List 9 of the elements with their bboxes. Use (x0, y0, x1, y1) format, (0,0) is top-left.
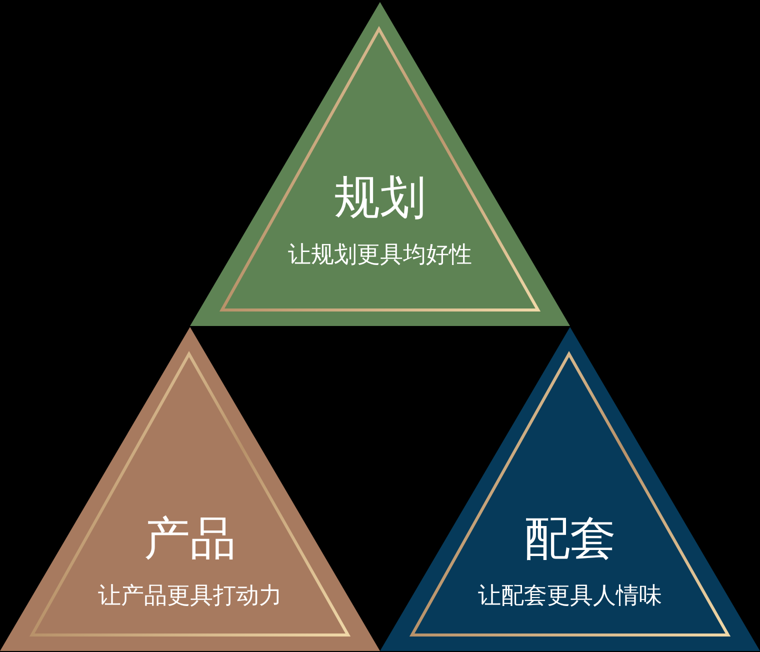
triangle (380, 327, 760, 651)
heading: 规划 (333, 172, 427, 223)
subtitle: 让配套更具人情味 (477, 583, 663, 611)
triangle (190, 2, 570, 326)
triangle (0, 327, 380, 651)
subtitle: 让产品更具打动力 (97, 583, 283, 611)
heading: 产品 (143, 513, 237, 564)
subtitle: 让规划更具均好性 (287, 242, 473, 270)
heading: 配套 (523, 513, 617, 564)
